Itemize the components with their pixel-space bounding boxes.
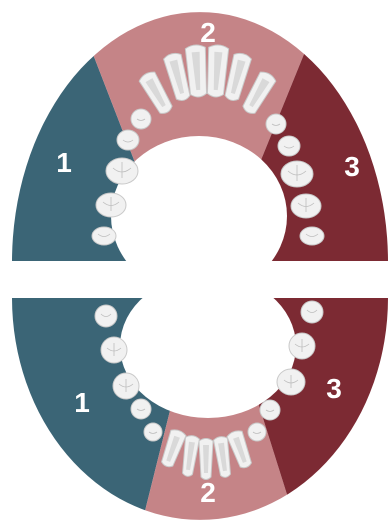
- upper-arch: 1 2 3: [0, 0, 388, 320]
- lower-center-label: 2: [200, 477, 216, 508]
- upper-left-label: 1: [56, 147, 72, 178]
- lower-right-label: 3: [326, 373, 342, 404]
- lower-arch-inner-hole: [120, 274, 296, 418]
- upper-center-label: 2: [200, 17, 216, 48]
- upper-right-label: 3: [344, 151, 360, 182]
- lower-left-label: 1: [74, 387, 90, 418]
